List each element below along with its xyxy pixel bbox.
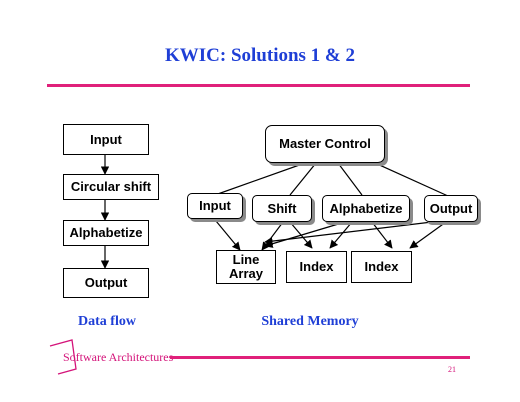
slide-title: KWIC: Solutions 1 & 2: [164, 45, 356, 66]
flow-box-alphabetize: Alphabetize: [63, 220, 149, 246]
footer-bracket: [49, 339, 77, 375]
master-to-output: [374, 162, 449, 197]
master-to-alphabetize: [337, 162, 363, 196]
footer-label: Software Architectures: [63, 350, 174, 364]
bottom-rule: [170, 356, 470, 359]
alpha-to-index1: [329, 221, 353, 249]
output-to-linearray: [264, 221, 433, 246]
caption-shared-memory: Shared Memory: [261, 314, 359, 329]
master-control-box: Master Control: [265, 125, 385, 163]
data-box-index-2: Index: [351, 251, 412, 283]
data-box-line-array: Line Array: [216, 250, 276, 284]
top-rule: [47, 84, 470, 87]
module-box-alphabetize: Alphabetize: [322, 195, 410, 222]
output-to-index2: [409, 221, 447, 249]
module-box-shift: Shift: [252, 195, 312, 222]
flow-box-output: Output: [63, 268, 149, 298]
alpha-to-index2: [371, 221, 393, 249]
master-to-shift: [289, 162, 317, 196]
module-box-input: Input: [187, 193, 243, 219]
flow-box-circular-shift: Circular shift: [63, 174, 159, 200]
input-to-linearray: [215, 220, 241, 251]
caption-data-flow: Data flow: [78, 314, 136, 329]
module-box-output: Output: [424, 195, 478, 222]
data-box-index-1: Index: [286, 251, 347, 283]
flow-box-input: Input: [63, 124, 149, 155]
page-number: 21: [448, 365, 456, 374]
master-to-input: [214, 162, 306, 196]
alpha-to-linearray: [264, 221, 346, 248]
